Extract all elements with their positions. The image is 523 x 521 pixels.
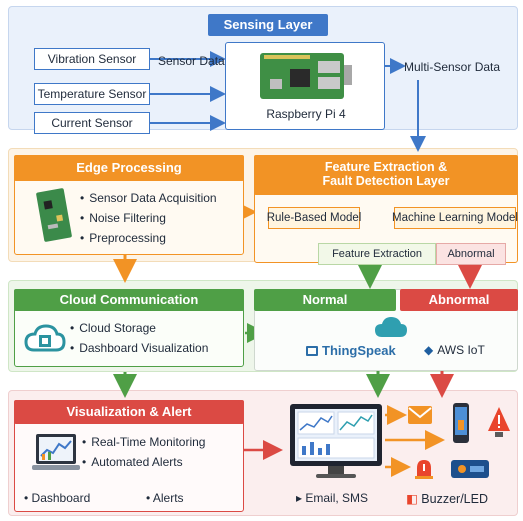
edge-processing-title: Edge Processing	[14, 155, 244, 181]
cloud-icon	[374, 315, 408, 341]
feature-extraction-title: Feature Extraction & Fault Detection Lay…	[254, 155, 518, 195]
aws-icon: ◆	[424, 343, 434, 357]
feature-title-line1: Feature Extraction &	[324, 160, 448, 175]
led-panel-icon	[450, 459, 490, 479]
feature-extraction-box: Feature Extraction	[318, 243, 436, 265]
ml-model-box: Machine Learning Model	[392, 207, 518, 229]
abnormal-tag-box: Abnormal	[436, 243, 506, 265]
aws-logo: ◆ AWS IoT	[424, 343, 485, 357]
warning-icon	[487, 405, 511, 439]
aws-label: AWS IoT	[437, 343, 485, 357]
rule-based-model-box: Rule-Based Model	[267, 207, 361, 229]
email-sms-text: Email, SMS	[305, 491, 369, 505]
viz-item-monitoring: Real-Time Monitoring	[82, 432, 205, 452]
edge-item-filtering: Noise Filtering	[80, 208, 217, 228]
laptop-chart-icon	[30, 432, 82, 476]
cloud-item-dashboard: Dashboard Visualization	[70, 338, 208, 358]
edge-item-preprocessing: Preprocessing	[80, 228, 217, 248]
sensing-layer-title: Sensing Layer	[208, 14, 328, 36]
raspberry-pi-panel: Raspberry Pi 4	[225, 42, 385, 130]
alerts-label: • Alerts	[146, 491, 184, 505]
siren-icon	[412, 456, 436, 480]
normal-label: Normal	[254, 289, 396, 311]
buzzer-led-text: Buzzer/LED	[421, 492, 488, 506]
edge-processing-list: Sensor Data Acquisition Noise Filtering …	[80, 188, 217, 248]
buzzer-icon: ◧	[406, 492, 418, 506]
vibration-sensor-box: Vibration Sensor	[34, 48, 150, 70]
visualization-list: Real-Time Monitoring Automated Alerts	[82, 432, 205, 472]
temperature-sensor-box: Temperature Sensor	[34, 83, 150, 105]
alerts-text: Alerts	[152, 491, 184, 505]
buzzer-led-label: ◧ Buzzer/LED	[406, 491, 488, 506]
raspberry-pi-board-icon	[256, 49, 354, 103]
dashboard-text: Dashboard	[31, 491, 91, 505]
cloud-item-storage: Cloud Storage	[70, 318, 208, 338]
monitor-dashboard-icon	[288, 402, 384, 480]
sensor-data-label: Sensor Data	[158, 54, 225, 68]
thingspeak-label: ThingSpeak	[322, 343, 396, 358]
pcb-board-icon	[36, 188, 72, 242]
visualization-title: Visualization & Alert	[14, 400, 244, 424]
smartphone-icon	[452, 402, 470, 444]
feature-title-line2: Fault Detection Layer	[322, 174, 450, 188]
thingspeak-logo: ThingSpeak	[306, 343, 396, 358]
cloud-chip-icon	[24, 322, 66, 354]
current-sensor-box: Current Sensor	[34, 112, 150, 134]
viz-item-alerts: Automated Alerts	[82, 452, 205, 472]
cloud-communication-title: Cloud Communication	[14, 289, 244, 311]
multi-sensor-data-label: Multi-Sensor Data	[404, 60, 501, 74]
raspberry-pi-label: Raspberry Pi 4	[266, 107, 346, 121]
dashboard-label: • Dashboard	[24, 491, 91, 505]
email-icon	[407, 405, 433, 425]
thingspeak-icon	[306, 345, 318, 356]
email-sms-label: ▸ Email, SMS	[296, 491, 369, 505]
abnormal-label: Abnormal	[400, 289, 518, 311]
edge-item-acquisition: Sensor Data Acquisition	[80, 188, 216, 208]
cloud-communication-list: Cloud Storage Dashboard Visualization	[70, 318, 208, 358]
